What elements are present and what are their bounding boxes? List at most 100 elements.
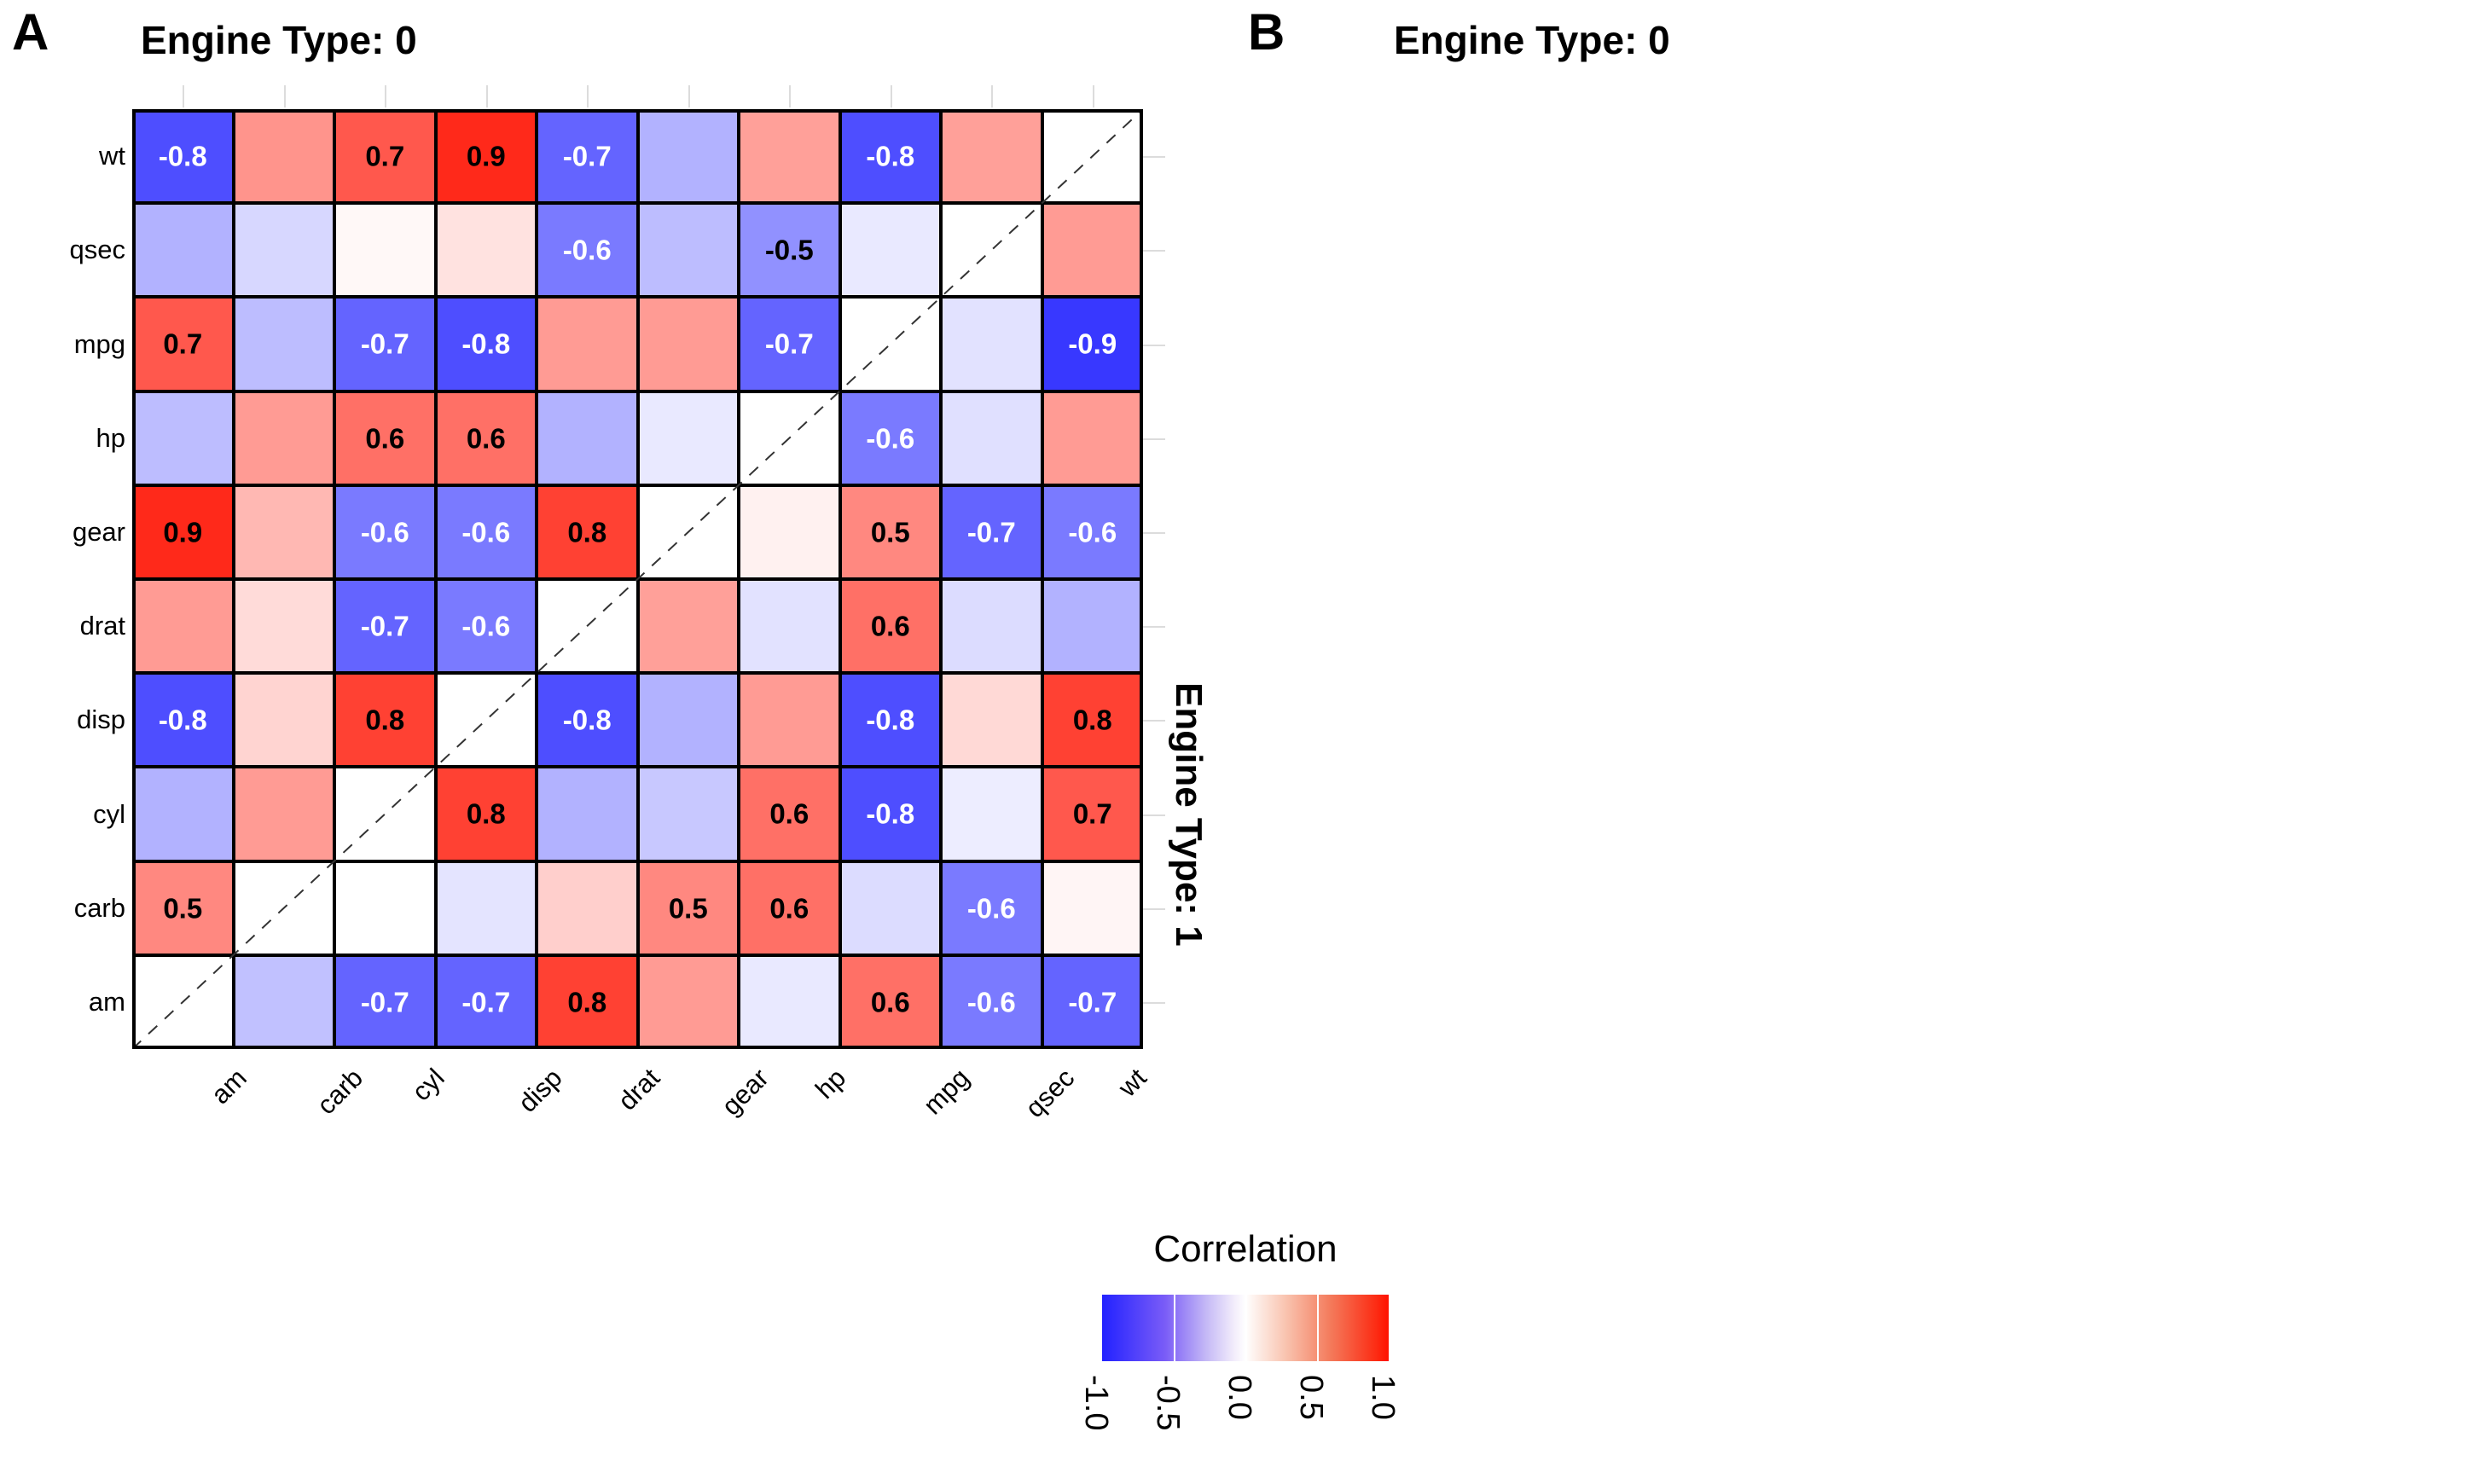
heatmap-cell[interactable] xyxy=(637,109,739,204)
heatmap-cell[interactable] xyxy=(334,203,436,298)
heatmap-cell[interactable] xyxy=(132,767,234,861)
heatmap-cell[interactable]: 0.9 xyxy=(435,109,537,204)
heatmap-cell[interactable] xyxy=(839,297,941,391)
heatmap-cell[interactable] xyxy=(537,579,638,674)
heatmap-cell[interactable] xyxy=(233,109,334,204)
heatmap-cell[interactable] xyxy=(334,767,436,861)
heatmap-cell[interactable] xyxy=(233,767,334,861)
heatmap-cell[interactable] xyxy=(233,484,334,579)
heatmap-cell[interactable] xyxy=(839,861,941,955)
heatmap-cell[interactable] xyxy=(941,297,1042,391)
heatmap-cell[interactable] xyxy=(941,579,1042,674)
heatmap-cell[interactable] xyxy=(435,203,537,298)
heatmap-cell[interactable]: 0.6 xyxy=(435,391,537,485)
heatmap-cell[interactable]: -0.8 xyxy=(839,109,941,204)
heatmap-cell[interactable]: -0.7 xyxy=(334,954,436,1049)
heatmap-cell[interactable]: 0.5 xyxy=(637,861,739,955)
heatmap-cell[interactable] xyxy=(941,109,1042,204)
heatmap-cell[interactable] xyxy=(839,203,941,298)
heatmap-cell[interactable]: -0.7 xyxy=(334,579,436,674)
heatmap-cell[interactable] xyxy=(941,391,1042,485)
heatmap-cell[interactable]: -0.6 xyxy=(435,484,537,579)
heatmap-cell[interactable] xyxy=(537,391,638,485)
heatmap-cell[interactable] xyxy=(132,579,234,674)
heatmap-cell[interactable] xyxy=(1042,861,1143,955)
heatmap-cell[interactable]: 0.5 xyxy=(839,484,941,579)
heatmap-cell[interactable] xyxy=(132,203,234,298)
heatmap-cell[interactable]: -0.6 xyxy=(941,861,1042,955)
heatmap-cell[interactable]: -0.7 xyxy=(941,484,1042,579)
heatmap-cell[interactable] xyxy=(334,861,436,955)
heatmap-cell[interactable] xyxy=(739,673,840,768)
heatmap-cell[interactable]: -0.8 xyxy=(839,673,941,768)
heatmap-cell[interactable]: 0.8 xyxy=(537,484,638,579)
heatmap-cell[interactable]: -0.5 xyxy=(739,203,840,298)
heatmap-cell[interactable] xyxy=(739,109,840,204)
heatmap-cell[interactable] xyxy=(233,391,334,485)
heatmap-cell[interactable]: -0.7 xyxy=(334,297,436,391)
heatmap-cell[interactable]: 0.6 xyxy=(334,391,436,485)
heatmap-cell[interactable]: -0.6 xyxy=(537,203,638,298)
heatmap-cell[interactable] xyxy=(537,297,638,391)
heatmap-cell[interactable]: 0.7 xyxy=(334,109,436,204)
heatmap-cell[interactable] xyxy=(637,767,739,861)
heatmap-cell[interactable]: -0.7 xyxy=(537,109,638,204)
heatmap-cell[interactable] xyxy=(435,673,537,768)
heatmap-cell[interactable]: -0.8 xyxy=(132,673,234,768)
heatmap-cell[interactable] xyxy=(739,579,840,674)
heatmap-cell[interactable]: 0.6 xyxy=(739,861,840,955)
heatmap-cell[interactable]: -0.7 xyxy=(435,954,537,1049)
heatmap-cell[interactable] xyxy=(1042,109,1143,204)
heatmap-cell[interactable] xyxy=(637,297,739,391)
heatmap-cell[interactable]: -0.6 xyxy=(435,579,537,674)
heatmap-cell[interactable] xyxy=(1042,203,1143,298)
heatmap-cell[interactable] xyxy=(233,203,334,298)
heatmap-cell[interactable]: -0.9 xyxy=(1042,297,1143,391)
heatmap-cell[interactable] xyxy=(1042,579,1143,674)
heatmap-cell[interactable] xyxy=(637,391,739,485)
heatmap-cell[interactable] xyxy=(537,767,638,861)
heatmap-cell[interactable] xyxy=(233,861,334,955)
heatmap-cell[interactable]: 0.9 xyxy=(132,484,234,579)
heatmap-cell[interactable]: -0.8 xyxy=(132,109,234,204)
heatmap-cell[interactable] xyxy=(637,579,739,674)
heatmap-cell[interactable] xyxy=(941,673,1042,768)
heatmap-cell[interactable] xyxy=(132,391,234,485)
heatmap-cell[interactable]: 0.6 xyxy=(839,579,941,674)
heatmap-cell[interactable]: 0.5 xyxy=(132,861,234,955)
heatmap-cell[interactable] xyxy=(435,861,537,955)
heatmap-cell[interactable] xyxy=(233,954,334,1049)
heatmap-cell[interactable]: -0.6 xyxy=(839,391,941,485)
heatmap-cell[interactable] xyxy=(233,673,334,768)
heatmap-cell[interactable]: -0.6 xyxy=(1042,484,1143,579)
heatmap-cell[interactable]: -0.6 xyxy=(941,954,1042,1049)
heatmap-cell[interactable] xyxy=(637,673,739,768)
heatmap-cell[interactable]: 0.8 xyxy=(537,954,638,1049)
heatmap-cell[interactable] xyxy=(941,203,1042,298)
heatmap-cell[interactable] xyxy=(537,861,638,955)
heatmap-cell[interactable] xyxy=(233,579,334,674)
heatmap-cell[interactable]: 0.8 xyxy=(435,767,537,861)
heatmap-cell[interactable]: -0.7 xyxy=(739,297,840,391)
heatmap-cell[interactable] xyxy=(1042,391,1143,485)
heatmap-cell[interactable] xyxy=(941,767,1042,861)
heatmap-cell[interactable]: 0.6 xyxy=(839,954,941,1049)
heatmap-cell[interactable]: 0.7 xyxy=(132,297,234,391)
heatmap-cell[interactable]: 0.7 xyxy=(1042,767,1143,861)
heatmap-cell[interactable]: -0.8 xyxy=(839,767,941,861)
heatmap-cell[interactable]: -0.7 xyxy=(1042,954,1143,1049)
heatmap-cell[interactable]: 0.6 xyxy=(739,767,840,861)
heatmap-cell[interactable] xyxy=(233,297,334,391)
heatmap-cell[interactable]: 0.8 xyxy=(334,673,436,768)
heatmap-cell[interactable] xyxy=(637,954,739,1049)
heatmap-cell[interactable] xyxy=(132,954,234,1049)
heatmap-cell[interactable]: -0.6 xyxy=(334,484,436,579)
heatmap-cell[interactable] xyxy=(637,484,739,579)
heatmap-cell[interactable]: -0.8 xyxy=(537,673,638,768)
heatmap-cell[interactable] xyxy=(739,954,840,1049)
heatmap-cell[interactable] xyxy=(739,484,840,579)
heatmap-cell[interactable]: -0.8 xyxy=(435,297,537,391)
heatmap-cell[interactable] xyxy=(637,203,739,298)
heatmap-cell[interactable] xyxy=(739,391,840,485)
heatmap-cell[interactable]: 0.8 xyxy=(1042,673,1143,768)
